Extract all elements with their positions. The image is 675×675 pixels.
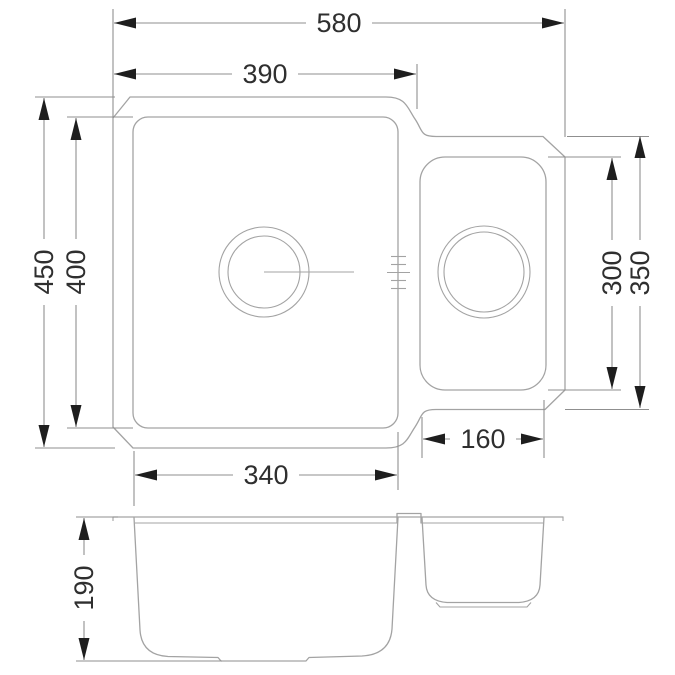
dim-main-bowl-depth-label: 400 — [61, 249, 91, 294]
arrow-left-icon — [114, 68, 136, 80]
dim-small-bowl-depth-label: 300 — [597, 250, 627, 295]
arrow-right-icon — [521, 433, 543, 445]
small-drain-outer-circle — [437, 225, 531, 319]
dim-main-bowl-width: 340 — [135, 460, 397, 490]
arrow-up-icon — [38, 98, 50, 120]
small-bowl-profile — [421, 516, 545, 604]
overflow-marks — [387, 255, 410, 290]
arrow-up-icon — [78, 518, 90, 540]
dim-overall-width: 580 — [114, 8, 564, 38]
arrow-up-icon — [634, 136, 646, 158]
arrow-up-icon — [606, 158, 618, 180]
dim-bowl-height: 190 — [69, 518, 99, 660]
dim-bowl-height-label: 190 — [69, 565, 99, 610]
dim-main-bowl-depth: 400 — [61, 118, 91, 427]
dim-small-bowl-rim-depth-label: 350 — [625, 250, 655, 295]
sink-side-view — [112, 512, 564, 662]
dim-main-bowl-rim-width: 390 — [114, 59, 416, 89]
extension-lines — [35, 9, 649, 662]
dim-main-bowl-rim-width-label: 390 — [242, 59, 287, 89]
arrow-left-icon — [114, 17, 136, 29]
dim-main-bowl-width-label: 340 — [243, 460, 288, 490]
dim-small-bowl-width: 160 — [423, 424, 543, 454]
arrow-right-icon — [375, 469, 397, 481]
arrow-up-icon — [70, 118, 82, 140]
dim-overall-width-label: 580 — [316, 8, 361, 38]
arrow-left-icon — [135, 469, 157, 481]
arrow-down-icon — [70, 405, 82, 427]
dim-small-bowl-rim-depth: 350 — [625, 136, 655, 408]
outer-rim-outline — [112, 96, 566, 449]
arrow-right-icon — [394, 68, 416, 80]
small-drain-inner-circle — [443, 231, 525, 313]
small-bowl-base-lip — [435, 602, 532, 608]
main-bowl-profile — [133, 516, 399, 662]
arrow-down-icon — [78, 638, 90, 660]
arrow-left-icon — [423, 433, 445, 445]
dim-small-bowl-width-label: 160 — [460, 424, 505, 454]
arrow-down-icon — [38, 425, 50, 447]
arrow-down-icon — [606, 367, 618, 389]
sink-top-view — [112, 96, 566, 449]
dim-overall-depth-label: 450 — [29, 249, 59, 294]
arrow-right-icon — [542, 17, 564, 29]
dim-overall-depth: 450 — [29, 98, 59, 447]
arrow-down-icon — [634, 386, 646, 408]
small-bowl-inner-outline — [419, 156, 547, 391]
bowl-divider-profile — [396, 512, 422, 524]
dim-small-bowl-depth: 300 — [597, 158, 627, 389]
